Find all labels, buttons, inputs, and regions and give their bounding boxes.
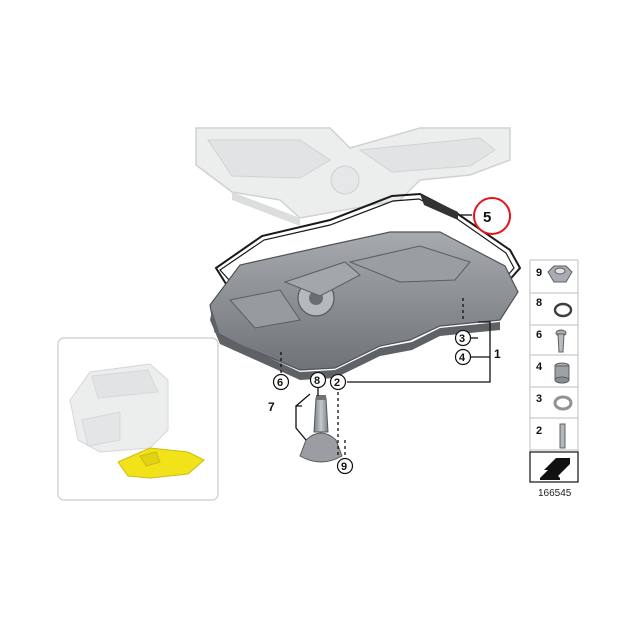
svg-text:6: 6 <box>277 377 283 389</box>
legend-row-4: 4 <box>536 361 570 384</box>
engine-location-inset <box>57 337 219 501</box>
callout-4: 4 <box>454 348 472 366</box>
callout-5: 5 <box>473 197 511 235</box>
svg-text:6: 6 <box>536 329 542 341</box>
svg-text:9: 9 <box>536 267 542 279</box>
svg-text:3: 3 <box>536 393 542 405</box>
legend-row-6: 6 <box>536 329 567 353</box>
svg-text:9: 9 <box>341 461 347 473</box>
callout-6: 6 <box>272 373 290 391</box>
plug-icon <box>554 362 570 384</box>
callout-5-label: 5 <box>483 209 491 226</box>
callout-1: 1 <box>494 347 501 361</box>
svg-text:8: 8 <box>314 375 320 387</box>
bolt-icon <box>555 329 567 353</box>
svg-text:4: 4 <box>536 361 543 373</box>
oil-pan <box>209 231 519 380</box>
svg-text:3: 3 <box>459 333 465 345</box>
svg-text:4: 4 <box>459 352 466 364</box>
diagram-image-id: 166545 <box>538 488 572 499</box>
callout-8: 8 <box>309 371 327 389</box>
legend-row-9: 9 <box>536 265 573 283</box>
nut-icon <box>547 265 573 283</box>
callout-9: 9 <box>336 457 354 475</box>
svg-text:8: 8 <box>536 297 542 309</box>
oil-pan-highlight <box>117 447 205 479</box>
legend-row-3: 3 <box>536 393 573 411</box>
svg-text:2: 2 <box>536 425 542 437</box>
callout-7: 7 <box>268 400 275 414</box>
stud-icon <box>559 423 566 449</box>
legend-row-8: 8 <box>536 297 573 318</box>
svg-text:2: 2 <box>334 377 340 389</box>
engine-block-ghost <box>195 127 511 226</box>
callout-2: 2 <box>329 373 347 391</box>
legend-row-2: 2 <box>536 423 566 449</box>
seal-ring-icon <box>553 395 573 411</box>
o-ring-icon <box>553 302 573 318</box>
arrow-icon <box>529 451 579 483</box>
oil-pickup <box>299 395 343 463</box>
leader-lines <box>280 214 491 458</box>
callout-3: 3 <box>454 329 472 347</box>
